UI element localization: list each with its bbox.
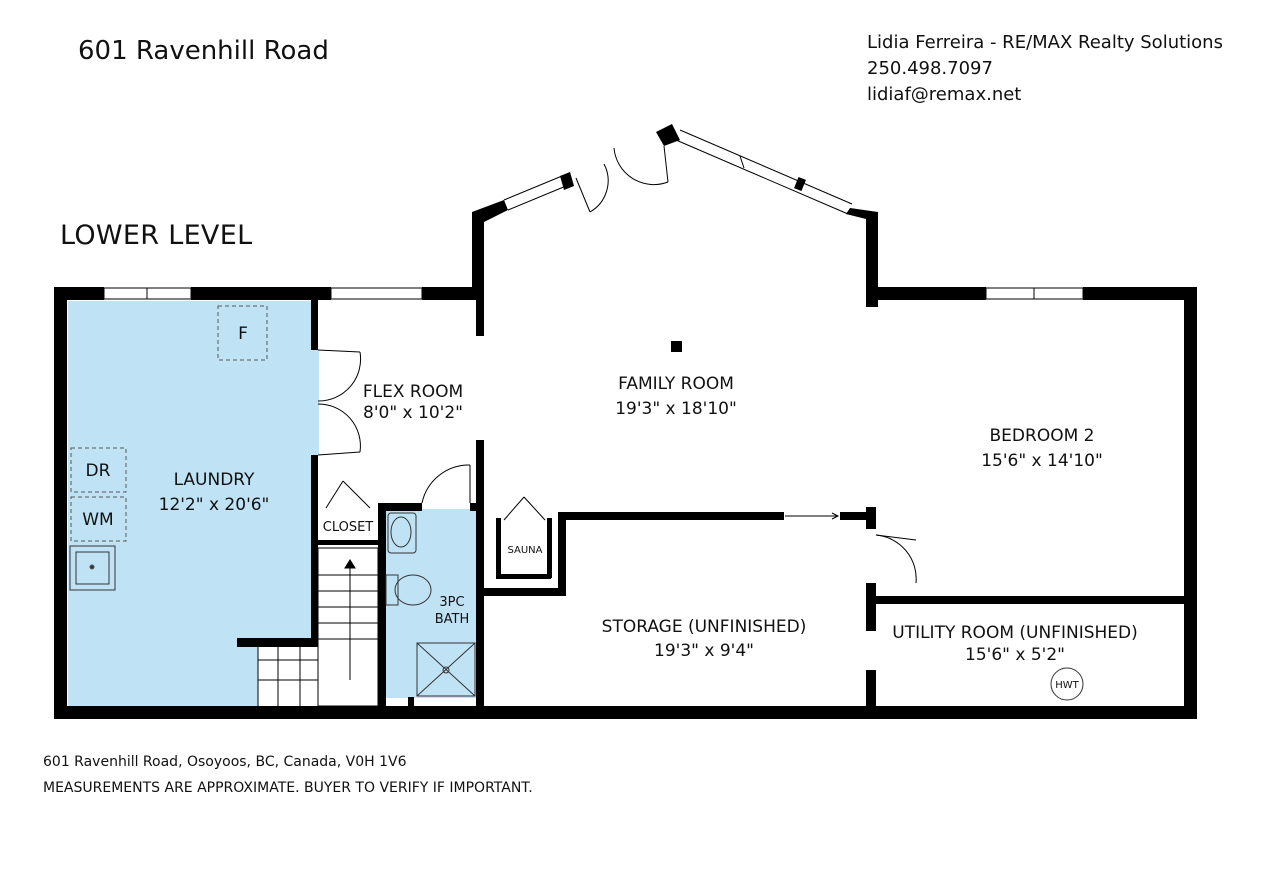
bath-label-line2: BATH bbox=[435, 612, 470, 627]
stairs bbox=[257, 547, 379, 707]
agent-phone: 250.498.7097 bbox=[867, 58, 993, 79]
footer-full-address: 601 Ravenhill Road, Osoyoos, BC, Canada,… bbox=[43, 754, 407, 770]
bath-room-fill bbox=[386, 509, 476, 698]
footer-disclaimer: MEASUREMENTS ARE APPROXIMATE. BUYER TO V… bbox=[43, 780, 533, 796]
storage-size: 19'3" x 9'4" bbox=[654, 641, 754, 661]
washer-icon bbox=[70, 496, 127, 542]
bedroom-2-size: 15'6" x 14'10" bbox=[981, 451, 1103, 471]
agent-contact-block: Lidia Ferreira - RE/MAX Realty Solutions… bbox=[867, 30, 1223, 108]
flex-window-fill bbox=[311, 350, 319, 455]
water-heater-icon bbox=[1050, 667, 1084, 701]
bath-label-line1: 3PC bbox=[439, 595, 464, 610]
family-room-size: 19'3" x 18'10" bbox=[615, 399, 737, 419]
utility-room-name: UTILITY ROOM (UNFINISHED) bbox=[892, 623, 1138, 643]
washer-label: WM bbox=[82, 510, 113, 530]
toilet-bowl-icon bbox=[394, 574, 432, 606]
windows bbox=[54, 129, 1197, 408]
dryer-icon bbox=[70, 447, 127, 493]
closet-label: CLOSET bbox=[323, 520, 374, 535]
storage-name: STORAGE (UNFINISHED) bbox=[602, 617, 807, 637]
sauna-label: SAUNA bbox=[507, 545, 542, 556]
sink-basin-icon bbox=[390, 516, 412, 548]
toilet-tank-icon bbox=[385, 574, 399, 606]
exterior-walls bbox=[54, 124, 1197, 719]
dryer-label: DR bbox=[86, 461, 111, 481]
level-title: LOWER LEVEL bbox=[60, 220, 253, 251]
water-heater-label: HWT bbox=[1055, 680, 1079, 691]
utility-room-size: 15'6" x 5'2" bbox=[965, 645, 1065, 665]
laundry-name: LAUNDRY bbox=[174, 470, 255, 490]
interior-walls bbox=[237, 300, 1186, 710]
laundry-sink-icon bbox=[69, 545, 116, 591]
laundry-room-fill bbox=[68, 301, 311, 708]
sink-icon bbox=[387, 512, 417, 554]
flex-room-name: FLEX ROOM bbox=[363, 382, 463, 402]
furnace-icon bbox=[217, 305, 268, 361]
family-room-name: FAMILY ROOM bbox=[618, 374, 734, 394]
bedroom-2-name: BEDROOM 2 bbox=[990, 426, 1095, 446]
bath-fixtures bbox=[385, 512, 476, 697]
flex-room-size: 8'0" x 10'2" bbox=[363, 403, 463, 423]
column-post bbox=[671, 341, 682, 352]
door-swings bbox=[317, 145, 917, 584]
agent-email: lidiaf@remax.net bbox=[867, 84, 1022, 105]
laundry-fixtures bbox=[69, 305, 268, 591]
agent-name: Lidia Ferreira - RE/MAX Realty Solutions bbox=[867, 32, 1223, 53]
furnace-label: F bbox=[238, 324, 248, 344]
shower-icon bbox=[416, 642, 476, 697]
property-address-title: 601 Ravenhill Road bbox=[78, 36, 329, 66]
laundry-size: 12'2" x 20'6" bbox=[159, 495, 270, 515]
